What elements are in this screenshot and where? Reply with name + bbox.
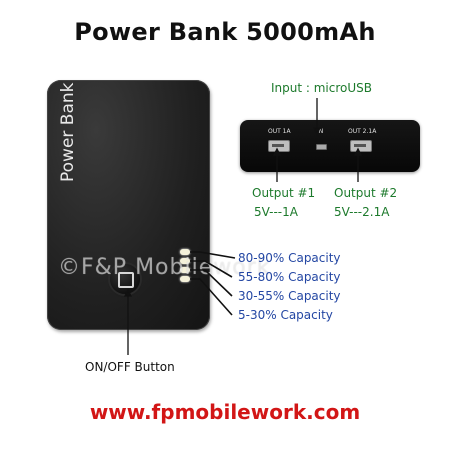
annotation-capacity-2: 55-80% Capacity [238,270,341,284]
annotation-input: Input : microUSB [271,81,373,95]
arrow-out1 [272,147,282,156]
power-button[interactable] [110,264,140,294]
line-cap-2 [190,260,233,278]
arrow-input [312,127,322,136]
annotation-output1-name: Output #1 [252,186,316,200]
annotation-onoff-button: ON/OFF Button [85,360,175,374]
port-label-out2: OUT 2.1A [348,128,377,135]
led-indicator-1 [180,249,190,255]
led-indicator-2 [180,258,190,264]
led-indicator-3 [180,267,190,273]
power-square-icon [118,272,134,288]
arrow-button [123,288,133,297]
usb-port-out1 [268,140,290,152]
annotation-capacity-4: 5-30% Capacity [238,308,333,322]
annotation-output1-spec: 5V---1A [254,205,298,219]
microusb-port [316,144,327,150]
line-cap-3 [190,269,233,297]
annotation-output2-name: Output #2 [334,186,398,200]
led-indicator-4 [180,276,190,282]
line-cap-1 [190,251,236,259]
port-label-in: IN [317,128,324,135]
annotation-capacity-3: 30-55% Capacity [238,289,341,303]
annotation-capacity-1: 80-90% Capacity [238,251,341,265]
page-title: Power Bank 5000mAh [74,18,376,46]
port-panel: OUT 1A IN OUT 2.1A [240,120,420,172]
arrow-out2 [353,147,363,156]
footer-url: www.fpmobilework.com [89,400,361,424]
watermark: ©F&P Mobilework [58,255,271,280]
usb-port-out2 [350,140,372,152]
line-cap-4 [190,278,233,316]
annotation-output2-spec: 5V---2.1A [334,205,390,219]
port-label-out1: OUT 1A [268,128,291,135]
